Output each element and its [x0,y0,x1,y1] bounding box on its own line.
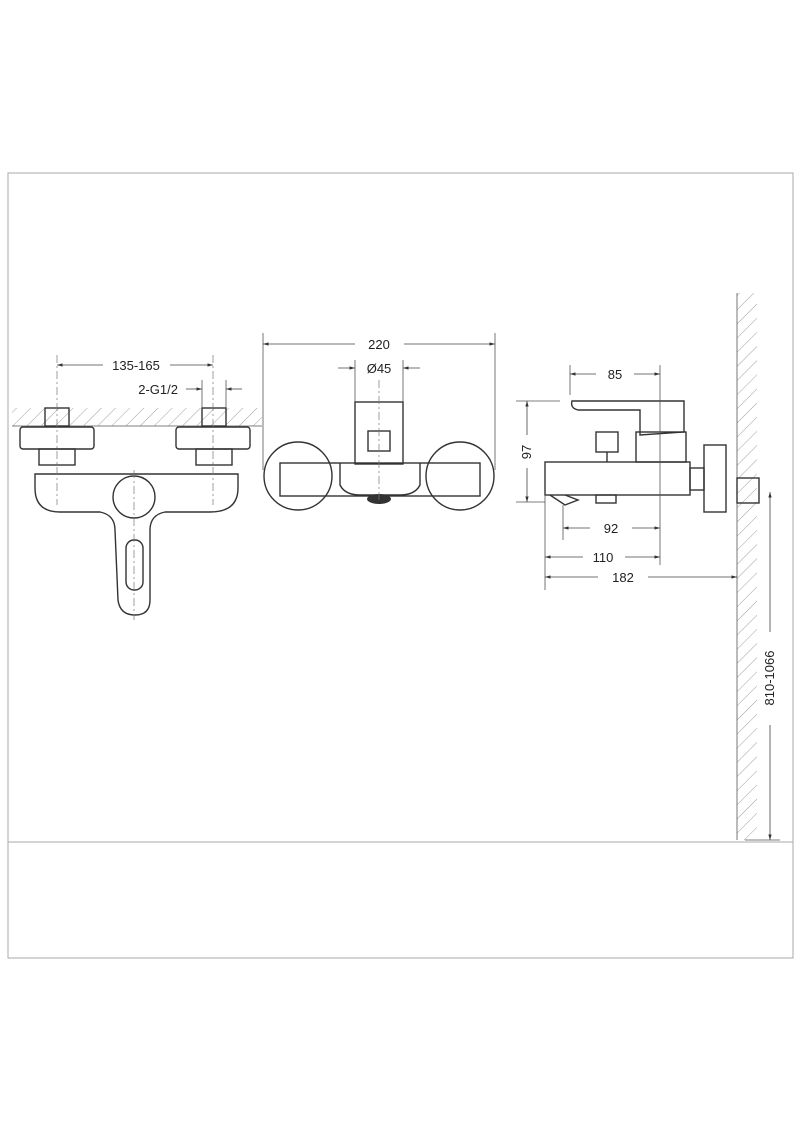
dim-projection-label: 182 [612,570,634,585]
top-view: 220 Ø45 [262,333,496,511]
diverter-knob [595,431,619,453]
dim-height-label: 97 [519,445,534,459]
side-view: 85 97 92 110 182 810-1066 [516,293,780,841]
wall-flange [703,444,727,513]
dim-thread-label: 2-G1/2 [138,382,178,397]
dim-handle-label: 85 [608,367,622,382]
left-escutcheon [263,441,333,511]
wall-hatch-side [737,293,757,840]
dim-diameter-label: Ø45 [367,361,392,376]
mixer-body [34,473,239,616]
dim-spout-label: 110 [593,550,614,565]
right-escutcheon [425,441,495,511]
dim-mount-height-label: 810-1066 [762,651,777,706]
dim-width-label: 220 [368,337,390,352]
dim-spout-inner-label: 92 [604,521,618,536]
spout-body [544,461,691,496]
dim-spacing-label: 135-165 [112,358,160,373]
drawing-frame [7,172,794,959]
diverter-slot [125,539,144,591]
lever-handle [570,400,685,436]
wall-hatch [12,408,262,426]
front-view: 135-165 2-G1/2 [12,355,262,620]
